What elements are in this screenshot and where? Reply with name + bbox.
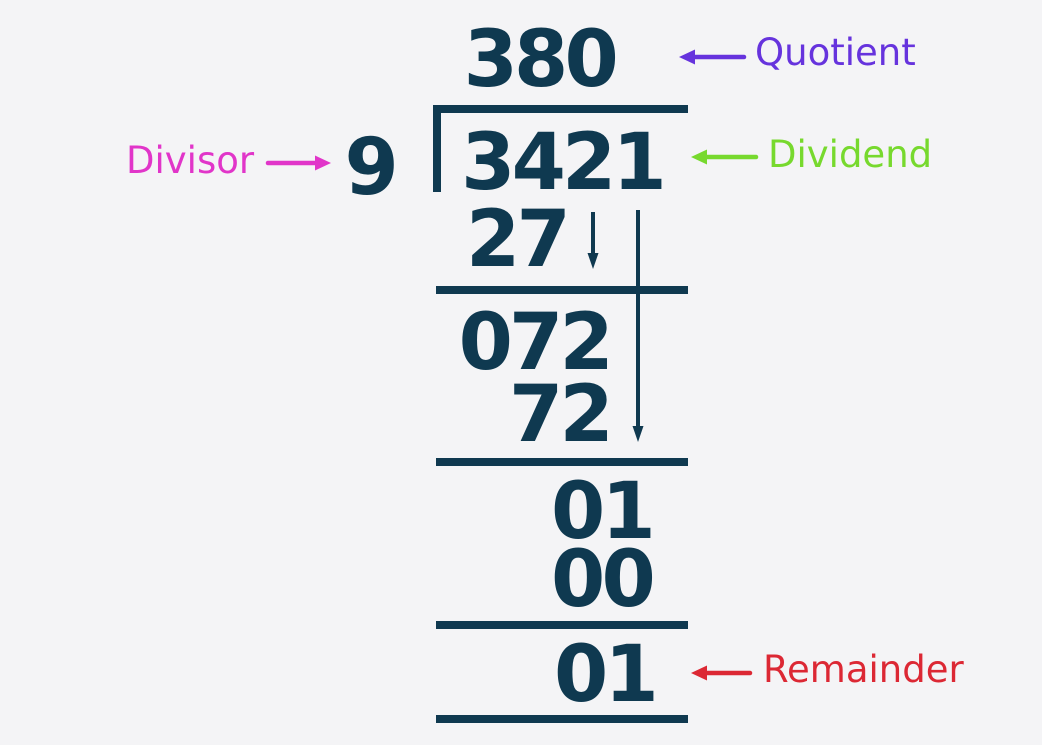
final-line: [436, 715, 688, 723]
divisor-label: Divisor: [126, 139, 255, 182]
step1-product: 27: [466, 195, 571, 285]
division-bracket-vertical: [433, 105, 441, 192]
remainder-left-arrow-icon: [691, 665, 753, 681]
quotient-label: Quotient: [755, 31, 916, 74]
bring-down-arrow-short-icon: [587, 212, 599, 269]
step3-product: 00: [551, 535, 656, 625]
quotient-value: 380: [463, 15, 619, 105]
division-bracket-vinculum: [433, 105, 688, 113]
divisor-value: 9: [344, 123, 399, 213]
subtraction-line-1: [436, 286, 688, 294]
dividend-label: Dividend: [768, 133, 933, 176]
quotient-left-arrow-icon: [679, 49, 747, 65]
remainder-value: 01: [554, 630, 659, 720]
divisor-right-arrow-icon: [265, 155, 331, 171]
bring-down-arrow-long-icon: [632, 210, 644, 442]
dividend-left-arrow-icon: [691, 149, 759, 165]
subtraction-line-3: [436, 621, 688, 629]
subtraction-line-2: [436, 458, 688, 466]
step3-bringdown: 01: [551, 467, 656, 557]
step2-bringdown: 072: [458, 298, 614, 388]
step2-product: 72: [509, 370, 614, 460]
dividend-value: 3421: [461, 118, 667, 208]
remainder-label: Remainder: [763, 648, 964, 691]
